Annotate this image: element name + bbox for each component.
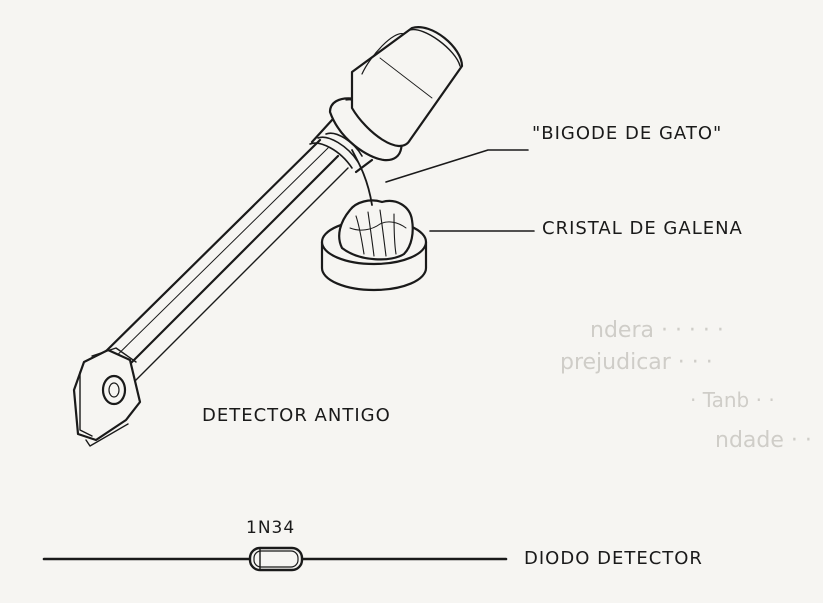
old-detector-label: DETECTOR ANTIGO xyxy=(202,405,391,426)
bleed-through-text: prejudicar · · · xyxy=(560,350,713,375)
diode-part-label: 1N34 xyxy=(246,518,296,538)
pivot-bracket xyxy=(72,347,142,447)
galena-crystal xyxy=(338,199,414,261)
bleed-through-text: ndera · · · · · xyxy=(590,318,724,343)
bleed-through-text: ndade · · xyxy=(715,428,812,453)
cat-whisker-leader xyxy=(385,149,529,183)
detector-handle xyxy=(309,26,464,174)
cat-whisker-wire xyxy=(351,149,373,206)
cat-whisker-label: "BIGODE DE GATO" xyxy=(532,123,723,144)
detector-arm xyxy=(90,138,349,389)
bleed-through-text: · Tanb · · xyxy=(690,388,775,412)
diode-detector-label: DIODO DETECTOR xyxy=(524,548,703,569)
galena-crystal-label: CRISTAL DE GALENA xyxy=(542,218,743,239)
diode-1n34 xyxy=(42,546,508,572)
